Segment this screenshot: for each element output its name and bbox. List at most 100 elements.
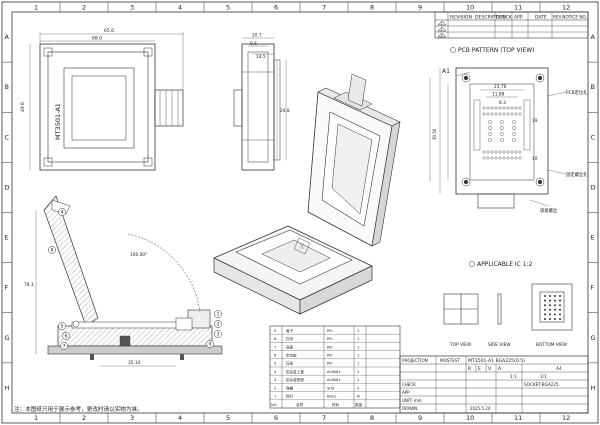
grid-row-label: D (591, 183, 596, 191)
part-balloon (48, 246, 56, 254)
ic-ball (549, 308, 551, 311)
ic-side-view-label: SIDE VIEW (488, 342, 511, 348)
pcb-pad (510, 112, 514, 116)
part-balloon-number: 6 (65, 334, 68, 340)
pcb-dim-30-50: 30.50 (432, 128, 437, 140)
pcb-pad (490, 106, 494, 110)
grid-col-label: 10 (466, 4, 474, 12)
pcb-pad (506, 150, 510, 154)
socket-open-section-view (43, 195, 223, 360)
socket-isometric-view (213, 73, 401, 315)
pcb-pad (486, 150, 490, 154)
part-balloon (214, 330, 222, 338)
title-rev-r: R (468, 366, 472, 372)
pcb-pad (488, 138, 492, 142)
bom-cell-name: 弹簧 (286, 385, 294, 390)
pcb-dim-8-3: 8.3 (499, 100, 506, 106)
grid-row-label: F (591, 284, 595, 292)
title-drawn: DRAWN (402, 406, 417, 411)
grid-col-label: 9 (418, 4, 422, 12)
bom-cell-material: AL6061 (327, 378, 341, 382)
ic-ball (559, 299, 561, 302)
ic-ball (554, 313, 556, 316)
bom-cell-qty: N (357, 395, 360, 399)
applicable-ic-title: APPLICABLE IC 1:2 (477, 261, 533, 268)
grid-col-label: 6 (274, 4, 278, 12)
grid-col-label: 9 (418, 414, 422, 422)
part-balloon (62, 332, 70, 340)
part-balloon-number: 7 (63, 344, 66, 350)
ic-ball (544, 313, 546, 316)
bom-cell-name: 铝合金底座 (286, 377, 304, 382)
title-dwg-no: SOCKET-BGA225 (524, 382, 559, 387)
ic-ball (549, 299, 551, 302)
part-balloon (214, 310, 222, 318)
bom-cell-material: PEI (327, 337, 333, 341)
grid-col-label: 12 (562, 414, 570, 422)
part-balloon-number: 2 (217, 322, 220, 328)
socket-side-view (233, 43, 281, 171)
top-view-dim-height: 49.6 (20, 102, 26, 112)
grid-row-label: B (591, 83, 595, 91)
pcb-pad (502, 112, 506, 116)
part-balloon (58, 322, 66, 330)
ic-ball (549, 318, 551, 320)
part-balloon (214, 320, 222, 328)
pcb-pad (490, 150, 494, 154)
pcb-pad (506, 106, 510, 110)
bom-cell-name: 底座 (286, 344, 294, 349)
rev-header-description: DESCRIPTION (475, 15, 506, 21)
part-balloon-number: 1 (217, 312, 220, 318)
grid-col-label: 5 (226, 414, 230, 422)
grid-col-label: 3 (130, 414, 134, 422)
part-balloon-number: 5 (61, 324, 64, 330)
part-balloon (58, 208, 66, 216)
part-balloon (60, 342, 68, 350)
pcb-pin-a1-label: A1 (442, 68, 450, 75)
grid-row-label: E (591, 234, 595, 242)
pcb-pad (498, 106, 502, 110)
grid-row-label: H (5, 384, 10, 392)
pcb-pad (488, 132, 492, 136)
pcb-dim-23-76: 23.76 (494, 84, 507, 90)
open-view-width: 35.14 (128, 360, 141, 366)
bom-cell-qty: 1 (357, 337, 359, 341)
side-view-dim-2: 9.6 (250, 41, 257, 47)
bom-cell-name: 铝合金上盖 (286, 369, 304, 374)
pcb-pad (482, 112, 486, 116)
grid-col-label: 11 (514, 4, 522, 12)
ic-ball (559, 308, 561, 311)
bom-cell-material: PEI (327, 345, 333, 349)
side-view-dim-lines (242, 37, 287, 160)
grid-row-label: H (591, 384, 596, 392)
pcb-pad (488, 120, 492, 124)
bom-cell-qty: 1 (357, 362, 359, 366)
title-rev-a: A (498, 366, 502, 372)
pcb-pad (512, 132, 516, 136)
part-balloon-number: 9 (209, 342, 212, 348)
open-view-dim-lines (35, 210, 176, 367)
title-company: MOSTEST (440, 358, 460, 363)
ic-ball (544, 304, 546, 307)
footer-note: 注：本图纸只用于展示参考，更改时请以实物为准。 (14, 405, 143, 413)
bom-cell-qty: 1 (357, 329, 359, 333)
pcb-note-2: 固定螺丝孔 (566, 171, 588, 178)
grid-col-label: 11 (514, 414, 522, 422)
grid-col-label: 8 (370, 4, 374, 12)
pcb-pad (494, 156, 498, 160)
pcb-pattern-title: PCB PATTERN (TOP VIEW) (458, 47, 534, 54)
grid-row-label: A (591, 33, 596, 41)
bom-cell-material: PEI (327, 329, 333, 333)
open-view-angle: 100.00° (130, 252, 147, 258)
title-field-unit: UNIT: mm (402, 398, 422, 403)
rev-row-1: 1 (441, 22, 443, 26)
side-view-dim-top: 20.7 (252, 33, 262, 39)
pcb-pad (518, 156, 522, 160)
side-view-dim-right: 24.8 (280, 108, 290, 114)
ic-ball (544, 308, 546, 311)
title-drawing-title: MT3501-A1 BGA225(0.5) (468, 358, 525, 364)
bom-cell-name: 压板 (286, 361, 294, 366)
pcb-dim-lines (429, 68, 567, 207)
